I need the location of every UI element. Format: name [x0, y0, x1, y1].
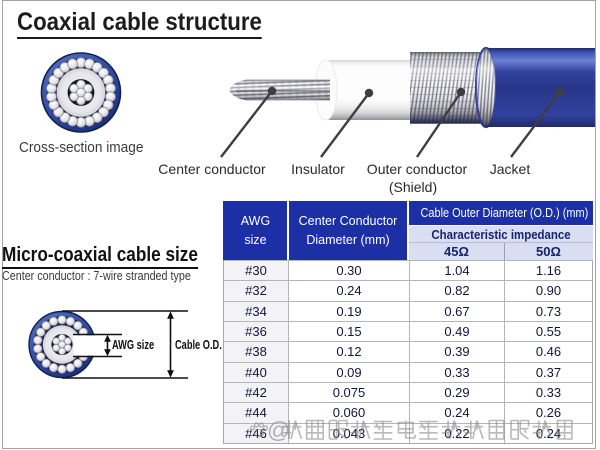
- svg-text:@: @: [267, 417, 290, 443]
